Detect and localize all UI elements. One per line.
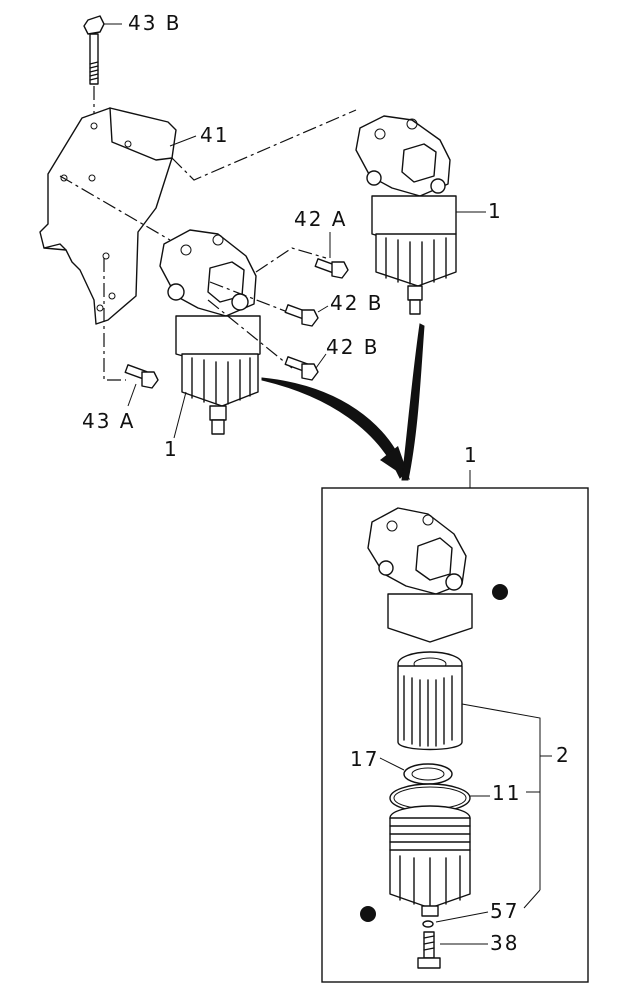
bolt-42b-lower	[284, 356, 319, 381]
callout-11: 11	[492, 781, 521, 805]
bolt-42a	[314, 258, 349, 279]
callout-2: 2	[556, 743, 571, 767]
callout-1-left: 1	[164, 437, 179, 461]
oring-57	[422, 920, 434, 928]
drain-plug-38	[417, 931, 441, 969]
callout-43a: 43 A	[82, 409, 136, 433]
detail-box	[321, 487, 589, 983]
detail-filter-head	[367, 507, 473, 643]
gasket-17	[403, 763, 453, 785]
callout-1-detail: 1	[464, 443, 479, 467]
bracket-41	[39, 107, 177, 325]
callout-41: 41	[200, 123, 229, 147]
bolt-43a	[124, 364, 159, 389]
marker-dot-lower	[360, 906, 376, 922]
callout-17: 17	[350, 747, 379, 771]
callout-38: 38	[490, 931, 519, 955]
callout-42a: 42 A	[294, 207, 348, 231]
filter-assembly-right	[355, 115, 457, 315]
callout-42b-lower: 42 B	[326, 335, 380, 359]
callout-1-right: 1	[488, 199, 503, 223]
bolt-42b-upper	[284, 304, 319, 327]
marker-dot-upper	[492, 584, 508, 600]
filter-assembly-left	[159, 229, 261, 435]
detail-arrows	[261, 323, 425, 481]
callout-43b: 43 B	[128, 11, 182, 35]
detail-filter-bowl	[389, 805, 471, 917]
callout-42b-upper: 42 B	[330, 291, 384, 315]
callout-57: 57	[490, 899, 519, 923]
bolt-43b	[83, 15, 105, 85]
detail-filter-element	[397, 651, 463, 751]
